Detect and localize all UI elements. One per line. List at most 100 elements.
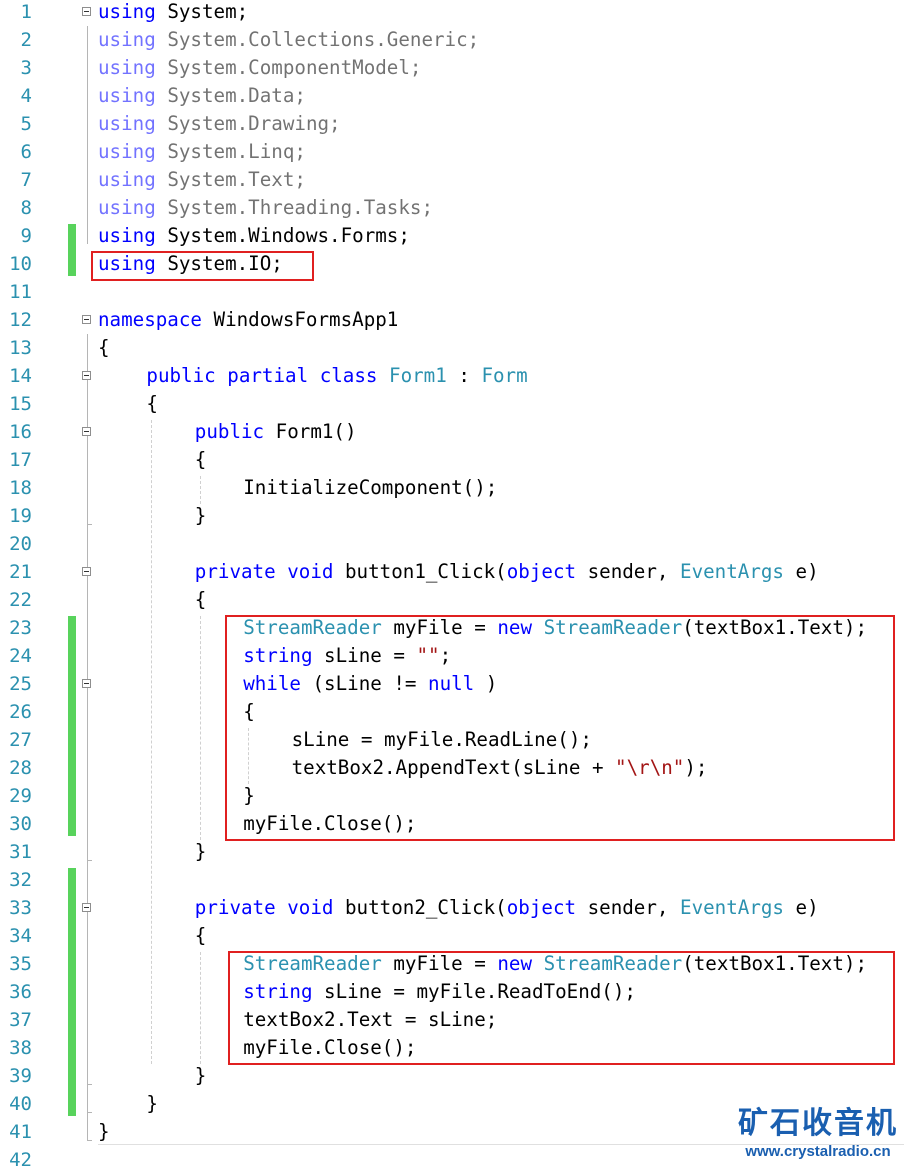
code-line[interactable]: 29} (0, 782, 904, 810)
code-token: } (243, 784, 255, 807)
code-line[interactable]: 20 (0, 530, 904, 558)
code-line[interactable]: 31} (0, 838, 904, 866)
code-token: button2_Click( (333, 896, 507, 919)
code-line[interactable]: 41} (0, 1118, 904, 1146)
outline-end (87, 1140, 92, 1141)
keyword-token: new (497, 616, 532, 639)
string-token: "" (416, 644, 440, 667)
code-text: StreamReader myFile = new StreamReader(t… (243, 950, 867, 978)
line-number: 32 (9, 869, 32, 891)
line-number: 1 (20, 1, 32, 23)
keyword-token: public (194, 420, 265, 443)
editor-bottom-border (98, 1144, 904, 1145)
collapse-icon[interactable] (82, 371, 91, 380)
indent-guide (248, 728, 250, 784)
keyword-token: using (98, 112, 156, 135)
keyword-token: using (98, 224, 156, 247)
keyword-token: string (243, 644, 313, 667)
code-line[interactable]: 26{ (0, 698, 904, 726)
code-line[interactable]: 15{ (0, 390, 904, 418)
outline-line (87, 922, 88, 1084)
code-token: System.Text; (155, 168, 306, 191)
collapse-icon[interactable] (82, 315, 91, 324)
line-number: 12 (9, 309, 32, 331)
line-number: 9 (20, 225, 32, 247)
code-line[interactable]: 40} (0, 1090, 904, 1118)
code-line[interactable]: 19} (0, 502, 904, 530)
code-line[interactable]: 39} (0, 1062, 904, 1090)
code-token: System.IO; (155, 252, 283, 275)
collapse-icon[interactable] (82, 427, 91, 436)
outline-end (87, 1112, 92, 1113)
line-number: 27 (9, 729, 32, 751)
code-token: { (194, 924, 207, 947)
code-token: } (194, 1064, 207, 1087)
code-line[interactable]: 34 { (0, 922, 904, 950)
code-text: sLine = myFile.ReadLine(); (292, 726, 592, 754)
code-line[interactable]: 32 (0, 866, 904, 894)
line-number: 23 (9, 617, 32, 639)
line-number: 31 (9, 841, 32, 863)
code-token: System.Linq; (155, 140, 306, 163)
code-text: string sLine = myFile.ReadToEnd(); (243, 978, 636, 1006)
watermark-url: www.crystalradio.cn (745, 1143, 891, 1160)
code-line[interactable]: 17{ (0, 446, 904, 474)
code-text: private void button1_Click(object sender… (195, 558, 819, 586)
type-token: StreamReader (243, 952, 382, 975)
collapse-icon[interactable] (82, 679, 91, 688)
code-text: textBox2.Text = sLine; (243, 1006, 497, 1034)
code-line[interactable]: 11 (0, 278, 904, 306)
code-text: string sLine = ""; (243, 642, 451, 670)
collapse-icon[interactable] (82, 903, 91, 912)
highlight-box (228, 951, 895, 1065)
line-number: 34 (9, 925, 32, 947)
code-text: private void button2_Click(object sender… (195, 894, 819, 922)
collapse-icon[interactable] (82, 7, 91, 16)
code-line[interactable]: 27 sLine = myFile.ReadLine(); (0, 726, 904, 754)
code-token: System.Windows.Forms; (155, 224, 410, 247)
line-number: 33 (9, 897, 32, 919)
line-number: 39 (9, 1065, 32, 1087)
keyword-token: object (506, 896, 577, 919)
code-token: { (243, 700, 255, 723)
code-line[interactable]: 22{ (0, 586, 904, 614)
code-line[interactable]: 9 using System.Windows.Forms; (0, 222, 904, 250)
code-line[interactable]: 33 private void button2_Click(object send… (0, 894, 904, 922)
type-token: StreamReader (243, 616, 382, 639)
keyword-token: public (146, 364, 216, 387)
keyword-token: using (98, 252, 156, 275)
line-number: 20 (9, 533, 32, 555)
code-line[interactable]: 13{ (0, 334, 904, 362)
code-text: myFile.Close(); (243, 810, 416, 838)
code-line[interactable]: 42 (0, 1146, 904, 1174)
code-text: { (195, 922, 207, 950)
type-token: Form (481, 364, 528, 387)
collapse-icon[interactable] (82, 567, 91, 576)
keyword-token: while (243, 672, 301, 695)
code-token: sLine = (312, 644, 417, 667)
